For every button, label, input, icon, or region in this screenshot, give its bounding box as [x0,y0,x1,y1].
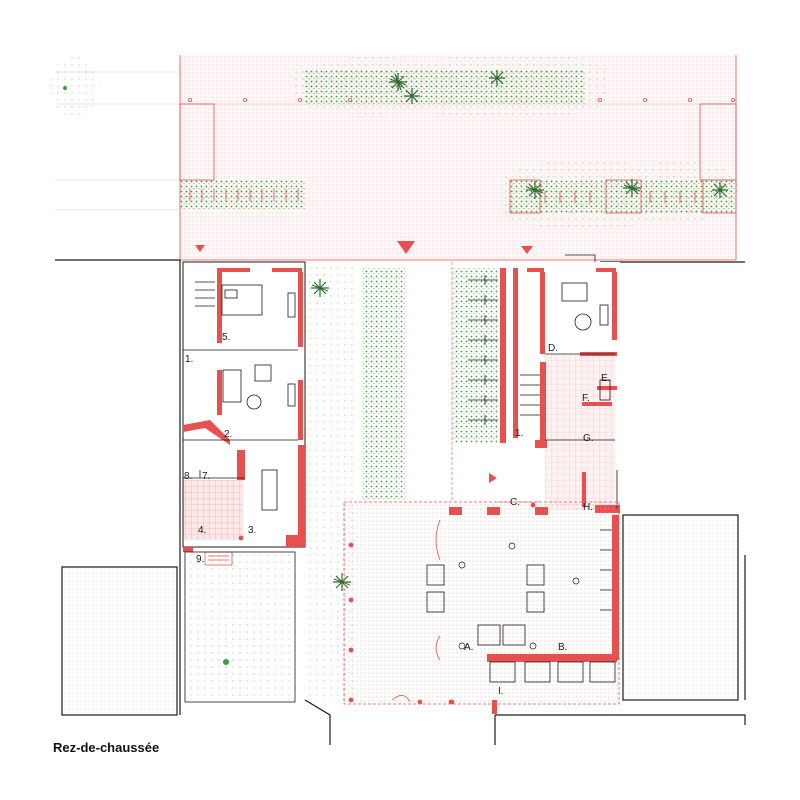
column-dot-icon [458,542,580,650]
room-label-3: 3. [248,525,256,536]
room-label-8: 8. [184,471,192,482]
column-dot-icon [238,502,536,705]
room-label-B: B. [558,642,567,653]
room-label-5: 5. [222,332,230,343]
room-label-1-right: 1. [515,428,523,439]
neighbour-buildings [55,259,746,745]
room-label-E: E. [601,373,610,384]
room-labels: 5. 1. 2. 8. 7. 4. 3. 9. 1. D. E. F. G. H… [184,332,610,697]
left-house [182,261,306,566]
room-label-G: G. [583,433,594,444]
room-label-F: F. [582,393,590,404]
room-label-I: I. [498,686,504,697]
room-label-1: 1. [185,354,193,365]
room-label-A: A. [464,642,473,653]
sofa-icon [222,369,242,403]
room-label-9: 9. [196,554,204,565]
street-planting [50,55,740,231]
room-label-2: 2. [224,429,232,440]
room-label-4: 4. [198,525,206,536]
room-label-H: H. [583,502,593,513]
bed-icon [221,284,263,316]
room-label-D: D. [548,343,558,354]
bicycle-icon [468,275,500,425]
table-icon [561,282,588,302]
left-garden [184,551,296,703]
room-label-7: 7. [202,471,210,482]
entrance-triangle-icon [195,241,533,483]
room-label-C: C. [510,497,520,508]
right-building [498,254,620,513]
table-icon [261,469,278,511]
hall [238,262,620,714]
plan-caption: Rez-de-chaussée [53,740,160,755]
